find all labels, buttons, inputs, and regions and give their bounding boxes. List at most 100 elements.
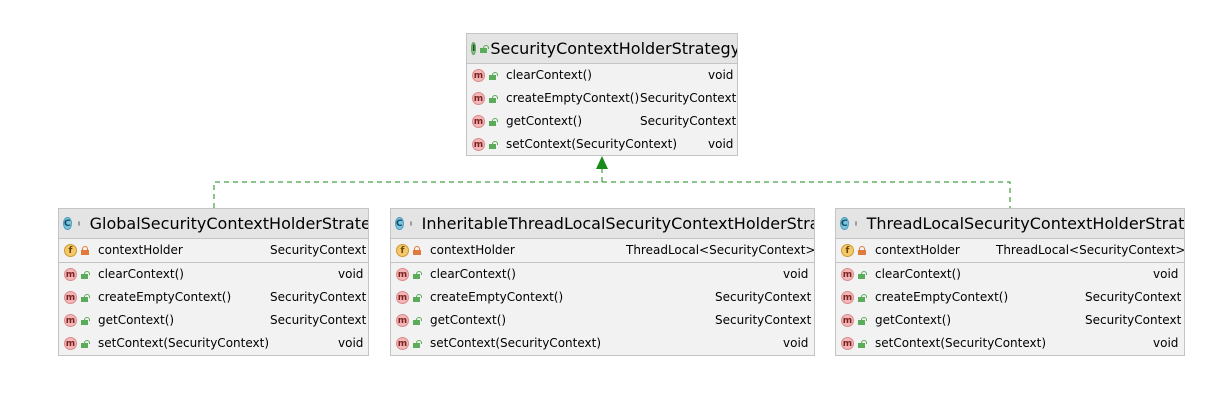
method-return-type: void xyxy=(338,267,364,281)
method-icon: m xyxy=(472,115,485,128)
class-methods: m clearContext() void m createEmptyConte… xyxy=(836,262,1184,355)
method-row[interactable]: m getContext() SecurityContext xyxy=(59,309,368,332)
field-type: SecurityContext xyxy=(270,243,367,257)
method-name: getContext() xyxy=(430,313,507,327)
class-name: ThreadLocalSecurityContextHolderStrategy xyxy=(866,214,1184,233)
method-row[interactable]: m getContext() SecurityContext xyxy=(467,110,737,133)
field-name: contextHolder xyxy=(875,243,960,257)
method-name: clearContext() xyxy=(98,267,184,281)
method-icon: m xyxy=(64,291,77,304)
method-row[interactable]: m setContext(SecurityContext) void xyxy=(467,133,737,155)
public-icon xyxy=(858,293,867,302)
method-icon: m xyxy=(396,337,409,350)
field-type: ThreadLocal<SecurityContext> xyxy=(626,243,815,257)
method-row[interactable]: m createEmptyContext() SecurityContext xyxy=(59,286,368,309)
field-type: ThreadLocal<SecurityContext> xyxy=(996,243,1185,257)
field-row[interactable]: f contextHolder ThreadLocal<SecurityCont… xyxy=(836,239,1184,262)
method-row[interactable]: m setContext(SecurityContext) void xyxy=(836,332,1184,355)
public-icon xyxy=(858,270,867,279)
class-header: C ThreadLocalSecurityContextHolderStrate… xyxy=(836,209,1184,239)
class-fields: f contextHolder ThreadLocal<SecurityCont… xyxy=(836,239,1184,262)
method-icon: m xyxy=(64,268,77,281)
interface-box[interactable]: I SecurityContextHolderStrategy m clearC… xyxy=(466,33,738,156)
class-header: C GlobalSecurityContextHolderStrategy xyxy=(59,209,368,239)
package-visibility-icon xyxy=(409,221,412,226)
method-return-type: void xyxy=(783,267,809,281)
method-icon: m xyxy=(396,291,409,304)
method-return-type: SecurityContext xyxy=(715,290,812,304)
method-return-type: void xyxy=(708,68,734,82)
method-name: getContext() xyxy=(98,313,175,327)
class-icon: C xyxy=(63,217,72,230)
class-box-inheritable[interactable]: C InheritableThreadLocalSecurityContextH… xyxy=(390,208,815,356)
method-return-type: void xyxy=(1153,267,1179,281)
method-return-type: SecurityContext xyxy=(640,114,737,128)
method-icon: m xyxy=(396,314,409,327)
public-icon xyxy=(81,339,90,348)
method-return-type: void xyxy=(783,336,809,350)
method-name: setContext(SecurityContext) xyxy=(506,137,677,151)
method-icon: m xyxy=(841,268,854,281)
class-methods: m clearContext() void m createEmptyConte… xyxy=(391,262,814,355)
implements-arrowhead xyxy=(596,156,608,169)
method-name: setContext(SecurityContext) xyxy=(98,336,269,350)
interface-icon: I xyxy=(471,42,477,55)
method-return-type: SecurityContext xyxy=(1085,290,1182,304)
interface-name: SecurityContextHolderStrategy xyxy=(490,39,737,58)
method-icon: m xyxy=(841,314,854,327)
method-icon: m xyxy=(841,337,854,350)
class-icon: C xyxy=(395,217,404,230)
method-icon: m xyxy=(841,291,854,304)
class-box-threadlocal[interactable]: C ThreadLocalSecurityContextHolderStrate… xyxy=(835,208,1185,356)
interface-header: I SecurityContextHolderStrategy xyxy=(467,34,737,64)
method-row[interactable]: m clearContext() void xyxy=(59,263,368,286)
method-name: clearContext() xyxy=(506,68,592,82)
package-visibility-icon xyxy=(854,221,857,226)
method-return-type: void xyxy=(338,336,364,350)
public-icon xyxy=(413,293,422,302)
field-name: contextHolder xyxy=(98,243,183,257)
method-row[interactable]: m getContext() SecurityContext xyxy=(391,309,814,332)
method-row[interactable]: m setContext(SecurityContext) void xyxy=(59,332,368,355)
public-icon xyxy=(81,316,90,325)
method-row[interactable]: m createEmptyContext() SecurityContext xyxy=(836,286,1184,309)
method-return-type: void xyxy=(708,137,734,151)
method-name: createEmptyContext() xyxy=(98,290,232,304)
method-return-type: SecurityContext xyxy=(270,290,367,304)
method-icon: m xyxy=(64,337,77,350)
method-icon: m xyxy=(472,69,485,82)
class-name: InheritableThreadLocalSecurityContextHol… xyxy=(421,214,814,233)
method-row[interactable]: m createEmptyContext() SecurityContext xyxy=(467,87,737,110)
method-row[interactable]: m createEmptyContext() SecurityContext xyxy=(391,286,814,309)
method-name: clearContext() xyxy=(430,267,516,281)
public-icon xyxy=(489,94,498,103)
field-name: contextHolder xyxy=(430,243,515,257)
public-icon xyxy=(413,270,422,279)
method-return-type: void xyxy=(1153,336,1179,350)
field-row[interactable]: f contextHolder ThreadLocal<SecurityCont… xyxy=(391,239,814,262)
private-lock-icon xyxy=(413,246,421,255)
method-row[interactable]: m clearContext() void xyxy=(836,263,1184,286)
package-visibility-icon xyxy=(77,221,80,226)
method-name: createEmptyContext() xyxy=(875,290,1009,304)
field-row[interactable]: f contextHolder SecurityContext xyxy=(59,239,368,262)
field-icon: f xyxy=(841,244,854,257)
class-box-global[interactable]: C GlobalSecurityContextHolderStrategy f … xyxy=(58,208,369,356)
method-return-type: SecurityContext xyxy=(270,313,367,327)
method-name: getContext() xyxy=(506,114,583,128)
method-row[interactable]: m clearContext() void xyxy=(391,263,814,286)
method-row[interactable]: m getContext() SecurityContext xyxy=(836,309,1184,332)
method-name: setContext(SecurityContext) xyxy=(430,336,601,350)
public-icon xyxy=(858,339,867,348)
method-name: createEmptyContext() xyxy=(506,91,640,105)
private-lock-icon xyxy=(81,246,89,255)
class-icon: C xyxy=(840,217,849,230)
method-row[interactable]: m setContext(SecurityContext) void xyxy=(391,332,814,355)
field-icon: f xyxy=(396,244,409,257)
method-name: setContext(SecurityContext) xyxy=(875,336,1046,350)
public-icon xyxy=(489,140,498,149)
method-row[interactable]: m clearContext() void xyxy=(467,64,737,87)
class-name: GlobalSecurityContextHolderStrategy xyxy=(89,214,368,233)
method-icon: m xyxy=(472,92,485,105)
